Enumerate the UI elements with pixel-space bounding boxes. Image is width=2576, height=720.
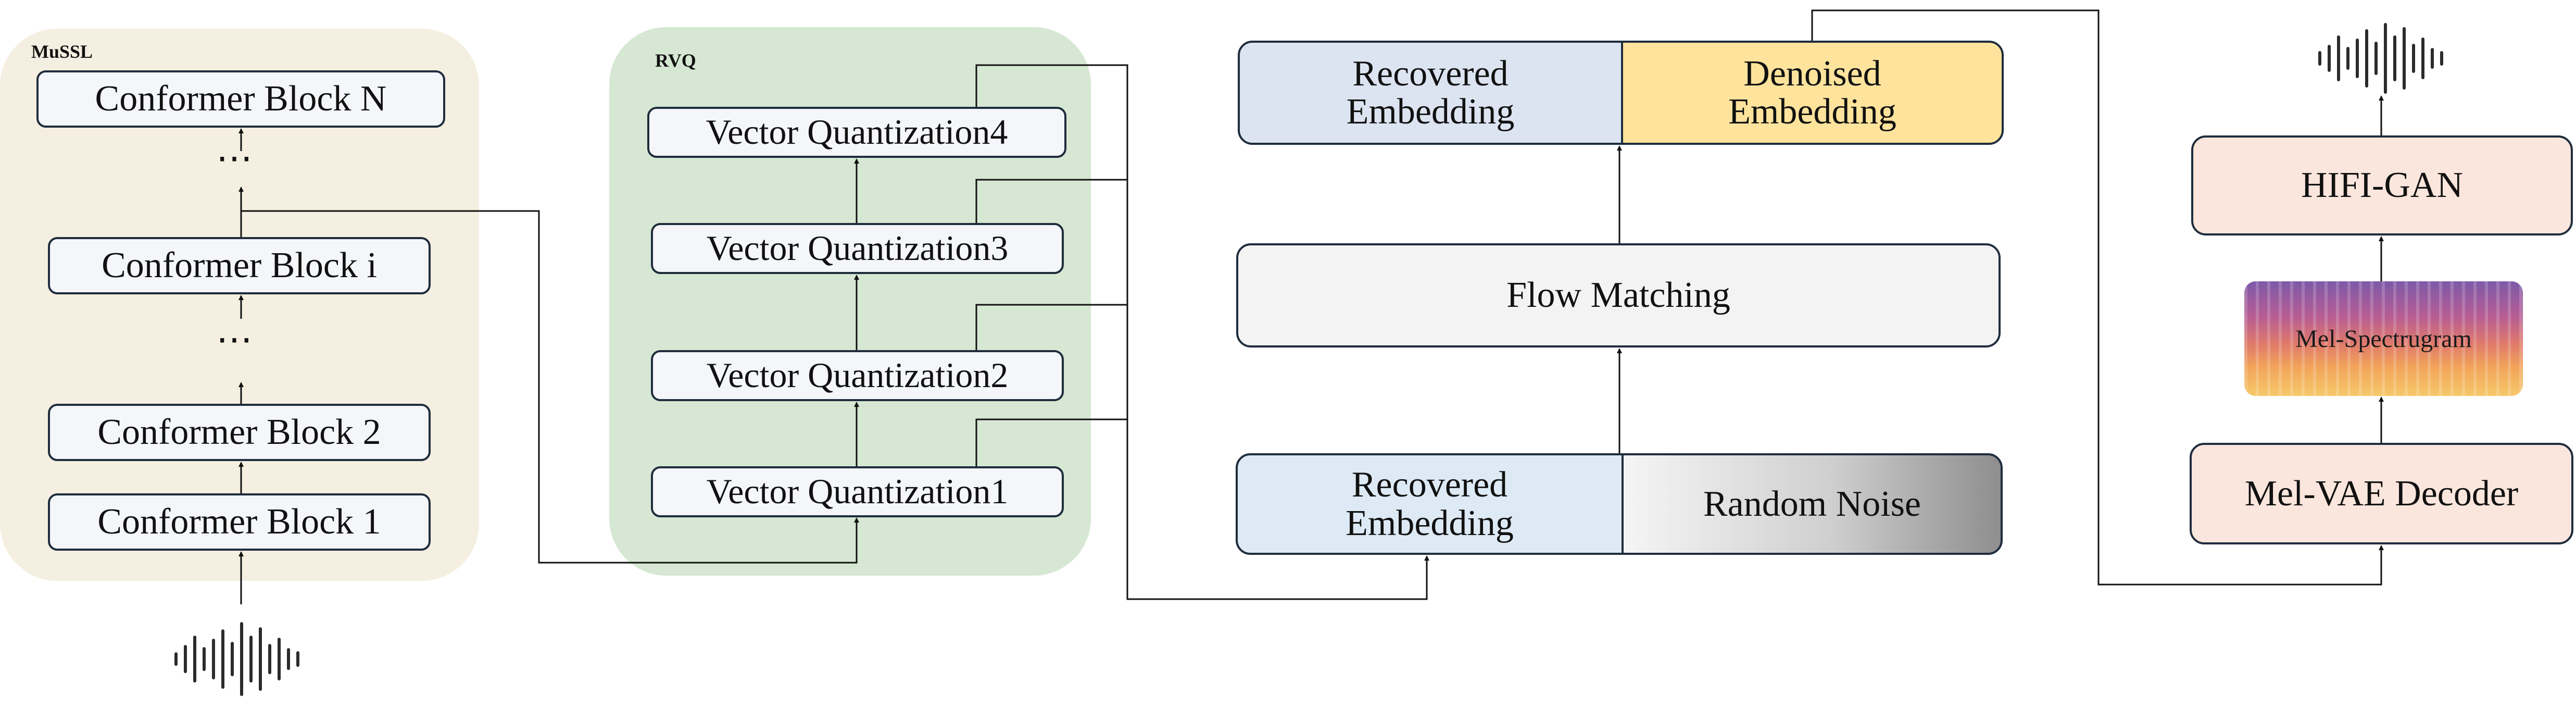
random-noise-block: Random Noise bbox=[1622, 453, 2003, 555]
mel-vae-decoder-block: Mel-VAE Decoder bbox=[2190, 443, 2573, 544]
denoised-embedding-top-label: Denoised Embedding bbox=[1728, 53, 1896, 132]
vector-quantization-2: Vector Quantization2 bbox=[651, 350, 1064, 401]
recovered-embedding-top: Recovered Embedding bbox=[1238, 41, 1623, 145]
conformer-block-2: Conformer Block 2 bbox=[48, 404, 431, 461]
conformer-block-1: Conformer Block 1 bbox=[48, 493, 431, 551]
waveform-icon-input bbox=[174, 622, 299, 696]
vector-quantization-4-label: Vector Quantization4 bbox=[706, 112, 1008, 152]
waveform-icon-output bbox=[2318, 23, 2443, 94]
random-noise-label: Random Noise bbox=[1703, 483, 1921, 524]
conformer-block-2-label: Conformer Block 2 bbox=[97, 412, 381, 453]
mussl-title: MuSSL bbox=[31, 41, 93, 62]
vector-quantization-1: Vector Quantization1 bbox=[651, 466, 1064, 517]
rvq-title: RVQ bbox=[655, 50, 696, 71]
conformer-block-n-label: Conformer Block N bbox=[95, 79, 387, 119]
vector-quantization-3: Vector Quantization3 bbox=[651, 223, 1064, 274]
recovered-embedding-bottom: Recovered Embedding bbox=[1236, 453, 1624, 555]
ellipsis-top: ⋯ bbox=[216, 139, 256, 179]
hifigan-block: HIFI-GAN bbox=[2191, 135, 2573, 235]
mel-spectrogram-image: Mel-Spectrugram bbox=[2244, 281, 2523, 396]
conformer-block-1-label: Conformer Block 1 bbox=[97, 502, 381, 542]
mel-vae-decoder-label: Mel-VAE Decoder bbox=[2244, 473, 2519, 514]
vector-quantization-4: Vector Quantization4 bbox=[647, 107, 1066, 158]
conformer-block-i: Conformer Block i bbox=[48, 237, 431, 294]
flow-matching-block: Flow Matching bbox=[1236, 243, 2001, 347]
flow-matching-label: Flow Matching bbox=[1506, 275, 1730, 316]
vector-quantization-3-label: Vector Quantization3 bbox=[706, 228, 1009, 268]
hifigan-label: HIFI-GAN bbox=[2301, 165, 2464, 206]
denoised-embedding-top: Denoised Embedding bbox=[1621, 41, 2004, 145]
conformer-block-i-label: Conformer Block i bbox=[102, 245, 377, 286]
ellipsis-middle: ⋯ bbox=[216, 320, 256, 360]
vector-quantization-1-label: Vector Quantization1 bbox=[706, 471, 1009, 512]
recovered-embedding-top-label: Recovered Embedding bbox=[1346, 53, 1515, 132]
recovered-embedding-bottom-label: Recovered Embedding bbox=[1346, 465, 1514, 543]
conformer-block-n: Conformer Block N bbox=[36, 70, 445, 128]
mel-spectrogram-label: Mel-Spectrugram bbox=[2295, 325, 2472, 353]
vector-quantization-2-label: Vector Quantization2 bbox=[706, 355, 1009, 395]
